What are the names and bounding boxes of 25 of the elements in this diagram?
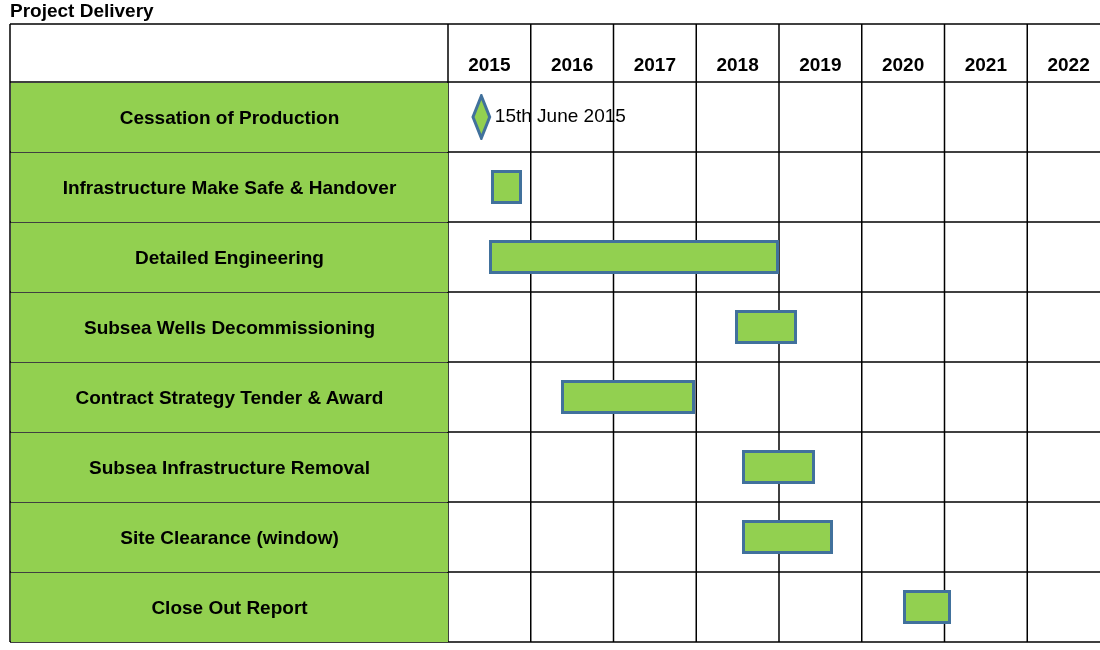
task-cell: Subsea Infrastructure Removal bbox=[11, 433, 448, 502]
gantt-bar bbox=[903, 590, 952, 624]
gantt-bar bbox=[741, 520, 833, 554]
task-cell: Infrastructure Make Safe & Handover bbox=[11, 153, 448, 222]
year-header: 2020 bbox=[881, 54, 926, 76]
task-cell: Close Out Report bbox=[11, 573, 448, 642]
gantt-bar bbox=[491, 170, 523, 204]
year-header: 2017 bbox=[632, 54, 677, 76]
task-cell: Subsea Wells Decommissioning bbox=[11, 293, 448, 362]
task-cell: Detailed Engineering bbox=[11, 223, 448, 292]
year-header: 2021 bbox=[963, 54, 1008, 76]
year-header: 2022 bbox=[1046, 54, 1091, 76]
year-header: 2019 bbox=[798, 54, 843, 76]
year-header: 2016 bbox=[550, 54, 595, 76]
gantt-bar bbox=[489, 240, 779, 274]
task-cell: Site Clearance (window) bbox=[11, 503, 448, 572]
task-cell: Cessation of Production bbox=[11, 83, 448, 152]
task-cell: Contract Strategy Tender & Award bbox=[11, 363, 448, 432]
gantt-bar bbox=[741, 450, 815, 484]
gantt-bar bbox=[560, 380, 695, 414]
gantt-bar bbox=[735, 310, 798, 344]
year-header: 2015 bbox=[467, 54, 512, 76]
year-header: 2018 bbox=[715, 54, 760, 76]
chart-title: Project Delivery bbox=[10, 0, 154, 22]
milestone-diamond bbox=[471, 94, 492, 140]
